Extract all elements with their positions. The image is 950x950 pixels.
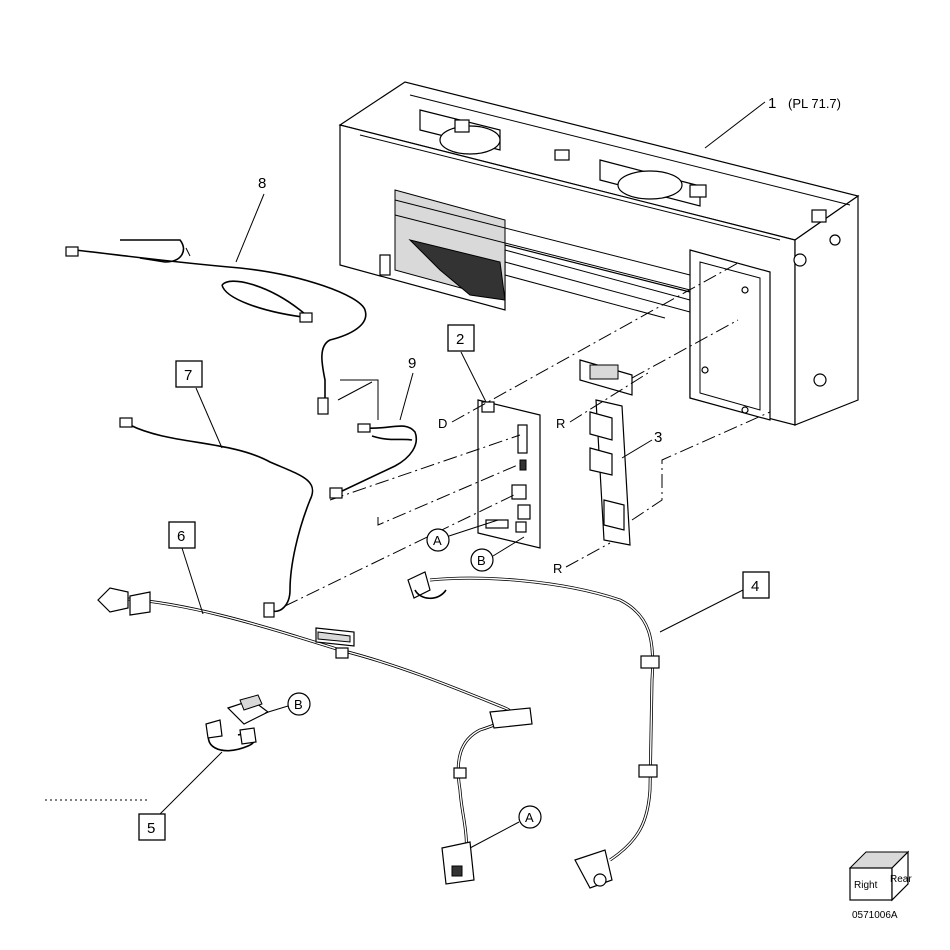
callout-1: 1 (768, 95, 776, 112)
callout-box-7 (175, 360, 203, 388)
guide-line-d (451, 262, 739, 423)
callout-4: 4 (751, 578, 759, 595)
main-frame-assembly (338, 81, 860, 426)
harness-right (407, 571, 660, 889)
connector-b-upper: B (477, 553, 486, 568)
callout-5: 5 (147, 820, 155, 837)
orientation-rear: Rear (890, 874, 912, 885)
connector-b-lower: B (294, 697, 303, 712)
callout-9: 9 (408, 355, 416, 372)
long-harness (119, 417, 314, 618)
connector-a-upper: A (433, 533, 442, 548)
connector-marker-a-upper (426, 528, 450, 552)
orientation-right: Right (854, 880, 878, 891)
marker-r-upper: R (556, 416, 565, 431)
circuit-board (477, 399, 541, 549)
marker-r-lower: R (553, 561, 562, 576)
callout-box-5 (138, 813, 166, 841)
callout-3: 3 (654, 429, 662, 446)
connector-a-lower: A (525, 810, 534, 825)
callout-7: 7 (184, 367, 192, 384)
figure-code: 0571006A (852, 910, 898, 921)
bracket (579, 359, 633, 546)
marker-d: D (438, 416, 447, 431)
callout-1-reference: (PL 71.7) (788, 96, 841, 111)
harness-lower (97, 587, 533, 885)
callout-6: 6 (177, 528, 185, 545)
leader-1 (704, 101, 766, 149)
callout-8: 8 (258, 175, 266, 192)
connector-marker-b-lower (287, 692, 311, 716)
orientation-cube: Right Rear (848, 850, 912, 902)
coiled-harness (65, 239, 367, 415)
short-harness (205, 694, 270, 752)
callout-2: 2 (456, 331, 464, 348)
small-harness (329, 379, 417, 499)
callout-box-2 (447, 324, 475, 352)
connector-marker-b-upper (470, 548, 494, 572)
connector-marker-a-lower (518, 805, 542, 829)
callout-box-4 (742, 571, 770, 599)
